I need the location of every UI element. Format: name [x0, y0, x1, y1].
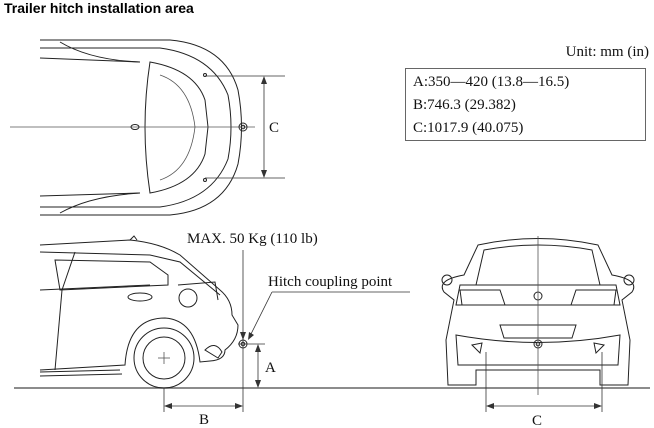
spec-c: C:1017.9 (40.075): [413, 120, 524, 136]
spec-b: B:746.3 (29.382): [413, 97, 516, 113]
hitch-leader: [248, 291, 410, 340]
rear-wheel: [133, 327, 195, 389]
dim-c-top-label: C: [269, 120, 279, 136]
dimension-b: B: [163, 388, 243, 428]
dim-c-rear-label: C: [532, 413, 542, 428]
dimension-c-top: C: [205, 75, 285, 179]
car-rear-view: [441, 236, 635, 395]
max-load-arrow: [240, 250, 246, 412]
dimension-spec-box: A:350—420 (13.8—16.5) B:746.3 (29.382) C…: [405, 68, 646, 141]
car-side-view: [39, 235, 239, 377]
car-top-view: [10, 39, 255, 216]
diagram-title: Trailer hitch installation area: [4, 0, 194, 16]
dimension-a: A: [238, 343, 276, 388]
dimension-c-rear: C: [485, 352, 603, 428]
max-load-label: MAX. 50 Kg (110 lb): [187, 231, 318, 247]
spec-a: A:350—420 (13.8—16.5): [413, 74, 570, 90]
unit-label: Unit: mm (in): [565, 44, 649, 60]
dim-a-label: A: [265, 360, 276, 376]
dim-b-label: B: [199, 412, 209, 428]
hitch-point-label: Hitch coupling point: [268, 274, 393, 290]
